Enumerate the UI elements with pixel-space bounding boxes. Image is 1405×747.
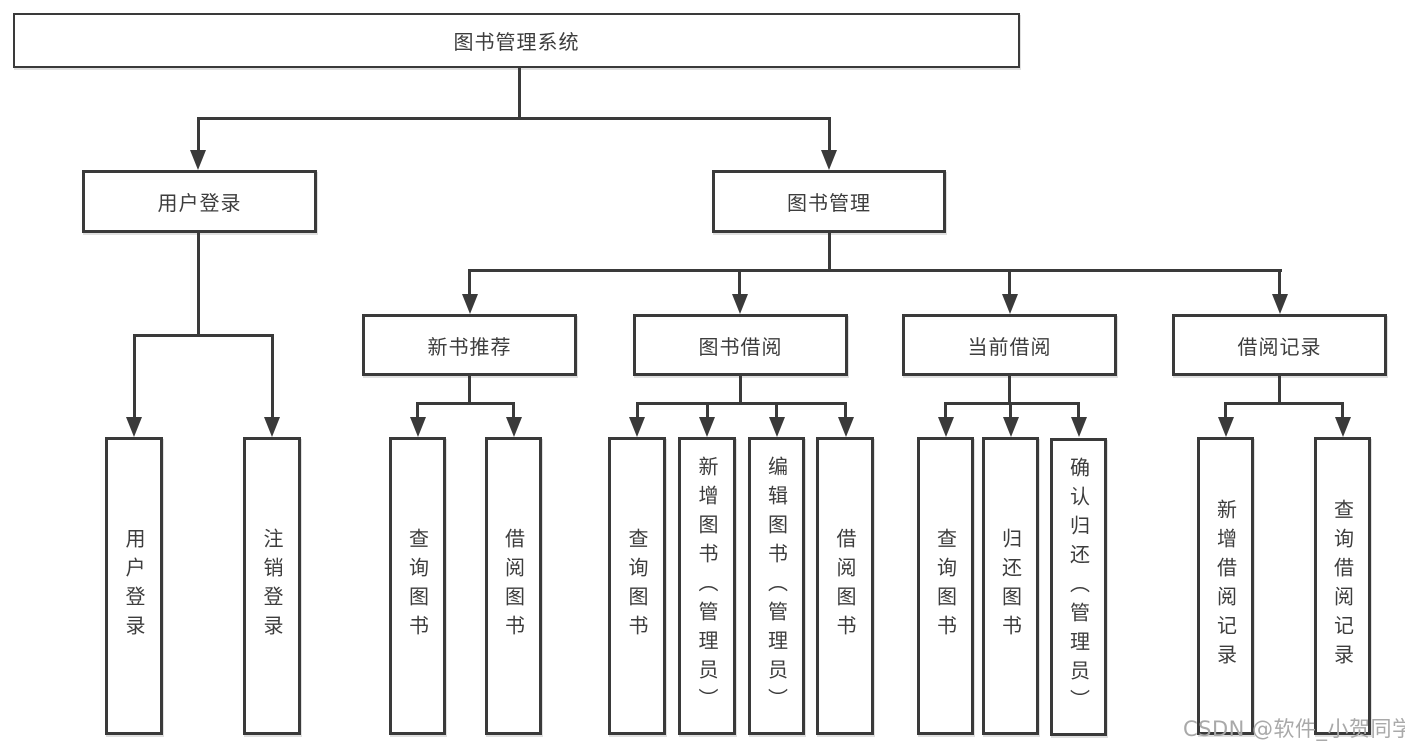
connector-root-stem — [518, 67, 521, 118]
connector-br-stem — [1278, 375, 1281, 404]
node-borrow-records-label: 借阅记录 — [1237, 334, 1322, 359]
leaf-cb-confirm-return: 确认归还（管理员） — [1050, 438, 1107, 736]
csdn-watermark: CSDN @软件_小贺同学 — [1183, 717, 1405, 741]
node-root: 图书管理系统 — [13, 13, 1020, 68]
arrow-nb-query — [410, 417, 426, 437]
arrow-cb-query — [938, 417, 954, 437]
connector-br-query-drop — [1341, 402, 1344, 420]
arrow-current-borrow — [1002, 294, 1018, 314]
connector-nb-query-drop — [416, 402, 419, 420]
leaf-cb-return-books-label: 归还图书 — [998, 528, 1023, 644]
connector-bb-hbar — [636, 402, 847, 405]
arrow-cb-confirm — [1071, 417, 1087, 437]
node-book-mgmt: 图书管理 — [712, 170, 946, 233]
arrow-bb-add — [699, 417, 715, 437]
arrow-borrow-records — [1272, 294, 1288, 314]
connector-user-subtree-hbar — [133, 334, 274, 337]
leaf-nb-query-books: 查询图书 — [389, 437, 446, 735]
leaf-nb-query-books-label: 查询图书 — [405, 528, 430, 644]
leaf-nb-borrow-books-label: 借阅图书 — [501, 528, 526, 644]
connector-cb-query-drop — [944, 402, 947, 420]
arrow-book-borrow — [732, 294, 748, 314]
arrow-leaf-logout — [264, 417, 280, 437]
node-book-borrow-label: 图书借阅 — [698, 334, 783, 359]
connector-nb-stem — [468, 375, 471, 404]
leaf-br-query-record-label: 查询借阅记录 — [1330, 499, 1355, 673]
node-current-borrow: 当前借阅 — [902, 314, 1117, 376]
connector-level3-hbar — [468, 269, 1282, 272]
connector-cb-return-drop — [1009, 402, 1012, 420]
leaf-cb-confirm-return-label: 确认归还（管理员） — [1066, 456, 1091, 718]
connector-bb-add-drop — [706, 402, 709, 420]
leaf-bb-borrow-books: 借阅图书 — [816, 437, 874, 735]
leaf-cb-query-books: 查询图书 — [917, 437, 974, 735]
connector-current-borrow-drop — [1008, 269, 1011, 296]
node-new-book-rec: 新书推荐 — [362, 314, 577, 376]
connector-book-borrow-drop — [738, 269, 741, 296]
arrow-cb-return — [1003, 417, 1019, 437]
connector-leaf-logout-drop — [271, 334, 274, 419]
arrow-bb-borrow — [838, 417, 854, 437]
arrow-new-book — [462, 294, 478, 314]
leaf-br-add-record: 新增借阅记录 — [1197, 437, 1254, 735]
connector-user-subtree-stem — [197, 232, 200, 336]
node-root-label: 图书管理系统 — [453, 30, 580, 54]
connector-bb-query-drop — [636, 402, 639, 420]
node-user-login: 用户登录 — [82, 170, 317, 233]
leaf-bb-query-books-label: 查询图书 — [625, 528, 649, 644]
node-user-login-label: 用户登录 — [157, 191, 242, 215]
connector-br-hbar — [1224, 402, 1344, 405]
leaf-br-query-record: 查询借阅记录 — [1314, 437, 1371, 735]
connector-borrow-records-drop — [1278, 269, 1281, 296]
node-book-borrow: 图书借阅 — [633, 314, 848, 376]
connector-bb-stem — [739, 375, 742, 404]
connector-cb-hbar — [944, 402, 1080, 405]
arrow-bb-query — [629, 417, 645, 437]
leaf-user-login-label: 用户登录 — [122, 528, 146, 644]
connector-br-add-drop — [1224, 402, 1227, 420]
leaf-cb-query-books-label: 查询图书 — [933, 528, 958, 644]
connector-nb-borrow-drop — [512, 402, 515, 420]
arrow-br-add — [1218, 417, 1234, 437]
leaf-cb-return-books: 归还图书 — [982, 437, 1039, 735]
leaf-br-add-record-label: 新增借阅记录 — [1213, 499, 1238, 673]
connector-cb-confirm-drop — [1077, 402, 1080, 420]
connector-book-mgmt-drop — [828, 117, 831, 153]
connector-new-book-drop — [468, 269, 471, 296]
connector-nb-hbar — [416, 402, 515, 405]
leaf-logout-label: 注销登录 — [260, 528, 284, 644]
connector-bb-edit-drop — [775, 402, 778, 420]
connector-mgmt-subtree-stem — [828, 232, 831, 272]
arrow-bb-edit — [769, 417, 785, 437]
connector-leaf-user-login-drop — [133, 334, 136, 419]
arrow-nb-borrow — [506, 417, 522, 437]
leaf-bb-query-books: 查询图书 — [608, 437, 666, 735]
arrow-br-query — [1335, 417, 1351, 437]
leaf-nb-borrow-books: 借阅图书 — [485, 437, 542, 735]
node-new-book-rec-label: 新书推荐 — [427, 334, 512, 359]
node-borrow-records: 借阅记录 — [1172, 314, 1387, 376]
connector-level2-hbar — [197, 117, 831, 120]
connector-bb-borrow-drop — [844, 402, 847, 420]
arrow-book-mgmt — [821, 150, 837, 170]
arrow-leaf-user-login — [126, 417, 142, 437]
node-current-borrow-label: 当前借阅 — [967, 334, 1052, 359]
leaf-user-login: 用户登录 — [105, 437, 163, 735]
leaf-logout: 注销登录 — [243, 437, 301, 735]
leaf-bb-edit-books-label: 编辑图书（管理员） — [764, 455, 789, 717]
leaf-bb-add-books-label: 新增图书（管理员） — [695, 455, 719, 717]
arrow-user-login — [190, 150, 206, 170]
leaf-bb-borrow-books-label: 借阅图书 — [833, 528, 857, 644]
connector-cb-stem — [1008, 375, 1011, 404]
node-book-mgmt-label: 图书管理 — [787, 191, 871, 215]
leaf-bb-add-books: 新增图书（管理员） — [678, 437, 736, 735]
leaf-bb-edit-books: 编辑图书（管理员） — [748, 437, 805, 735]
connector-user-login-drop — [197, 117, 200, 153]
